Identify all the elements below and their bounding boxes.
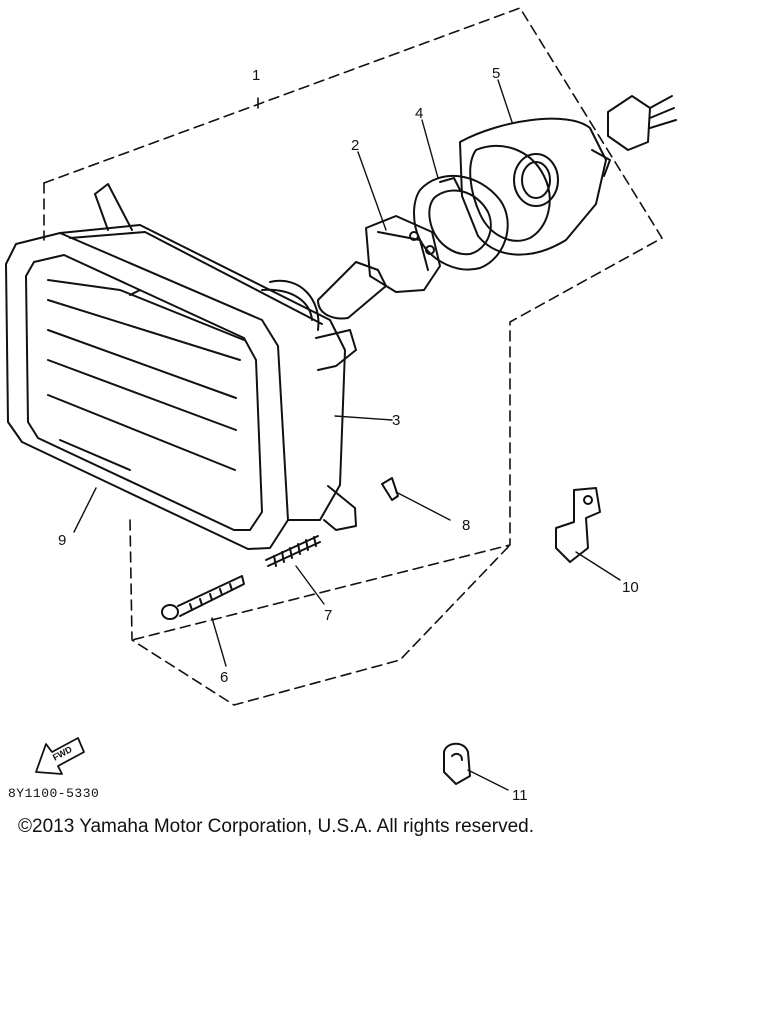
callout-8: 8 [462, 517, 470, 534]
headlight-rim [5, 232, 289, 550]
wire-clamp [555, 487, 601, 563]
headlight-bulb [317, 215, 441, 320]
grommet [443, 742, 471, 785]
callout-1: 1 [252, 67, 260, 84]
copyright-notice: ©2013 Yamaha Motor Corporation, U.S.A. A… [18, 816, 534, 837]
callout-2: 2 [351, 137, 359, 154]
callout-3: 3 [392, 412, 400, 429]
diagram-part-code: 8Y1100-5330 [8, 786, 100, 801]
adjusting-screw [161, 575, 245, 620]
adjuster-spring [265, 535, 321, 567]
socket-cover [459, 117, 611, 256]
assembly-boundary [43, 7, 663, 706]
callout-6: 6 [220, 669, 228, 686]
callout-4: 4 [415, 105, 423, 122]
callout-9: 9 [58, 532, 66, 549]
callout-11: 11 [512, 787, 528, 800]
callout-7: 7 [324, 607, 332, 624]
bulb-retainer [413, 174, 509, 271]
leader-lines [73, 79, 621, 791]
headlight-unit [47, 183, 357, 531]
spring-clip [381, 477, 399, 501]
callout-5: 5 [492, 65, 500, 82]
wire-connector [607, 95, 677, 151]
forward-arrow-icon: FWD [35, 737, 85, 775]
callout-10: 10 [622, 579, 639, 596]
headlight-exploded-diagram: FWD 1 2 3 4 5 6 7 8 9 10 11 [5, 7, 677, 800]
